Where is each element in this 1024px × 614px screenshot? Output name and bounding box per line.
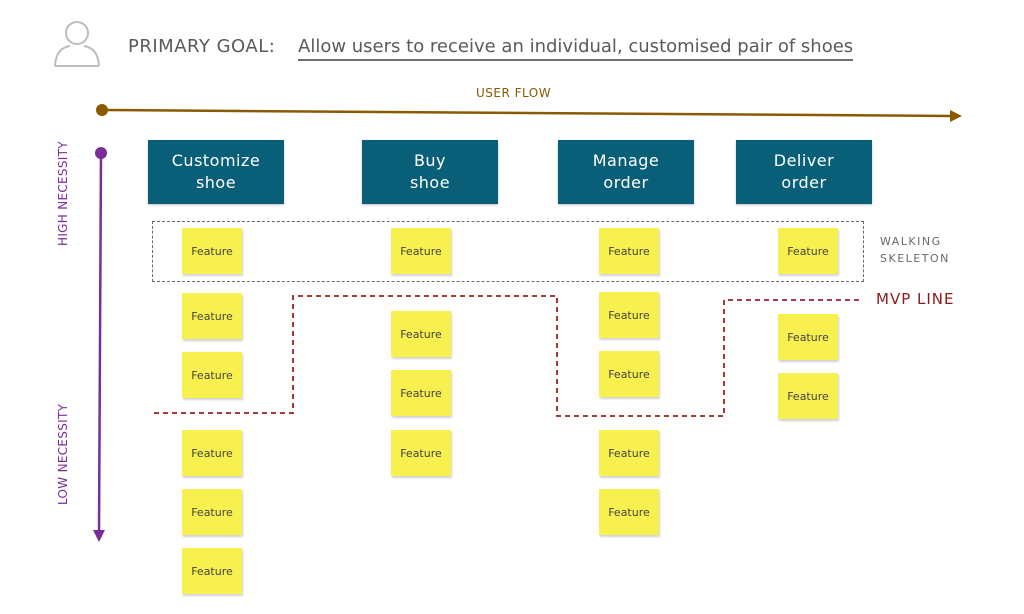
- primary-goal-label: PRIMARY GOAL:: [128, 36, 276, 57]
- activity-buy-shoe: Buy shoe: [362, 140, 498, 204]
- primary-goal-text: Allow users to receive an individual, cu…: [298, 36, 854, 61]
- mvp-line: [154, 295, 862, 417]
- feature-note: Feature: [778, 228, 838, 274]
- feature-note: Feature: [182, 352, 242, 398]
- feature-note: Feature: [599, 430, 659, 476]
- activity-buy-shoe-label: Buy shoe: [409, 151, 451, 192]
- feature-note: Feature: [599, 292, 659, 338]
- feature-note: Feature: [182, 228, 242, 274]
- feature-note: Feature: [391, 311, 451, 357]
- feature-note: Feature: [778, 373, 838, 419]
- feature-note: Feature: [599, 489, 659, 535]
- feature-note: Feature: [599, 351, 659, 397]
- feature-note: Feature: [778, 314, 838, 360]
- feature-note: Feature: [599, 228, 659, 274]
- feature-note: Feature: [391, 228, 451, 274]
- feature-note: Feature: [182, 293, 242, 339]
- feature-note: Feature: [391, 430, 451, 476]
- user-flow-axis-arrowhead: [950, 110, 962, 122]
- activity-deliver-order-label: Deliver order: [773, 151, 835, 192]
- high-necessity-label: HIGH NECESSITY: [56, 141, 70, 246]
- mvp-line-label: MVP LINE: [876, 290, 955, 308]
- feature-note: Feature: [391, 370, 451, 416]
- activity-customize-shoe-label: Customize shoe: [171, 151, 261, 192]
- user-flow-axis: [101, 108, 953, 118]
- user-icon: [54, 21, 100, 67]
- low-necessity-label: LOW NECESSITY: [56, 403, 70, 505]
- feature-note: Feature: [182, 548, 242, 594]
- necessity-axis: [97, 152, 103, 533]
- walking-skeleton-label: WALKING SKELETON: [880, 235, 950, 265]
- activity-manage-order: Manage order: [558, 140, 694, 204]
- feature-note: Feature: [182, 430, 242, 476]
- activity-customize-shoe: Customize shoe: [148, 140, 284, 204]
- feature-note: Feature: [182, 489, 242, 535]
- necessity-axis-arrowhead: [93, 530, 105, 542]
- walking-skeleton-box: [152, 221, 864, 282]
- user-flow-label: USER FLOW: [476, 86, 552, 100]
- activity-deliver-order: Deliver order: [736, 140, 872, 204]
- activity-manage-order-label: Manage order: [592, 151, 660, 192]
